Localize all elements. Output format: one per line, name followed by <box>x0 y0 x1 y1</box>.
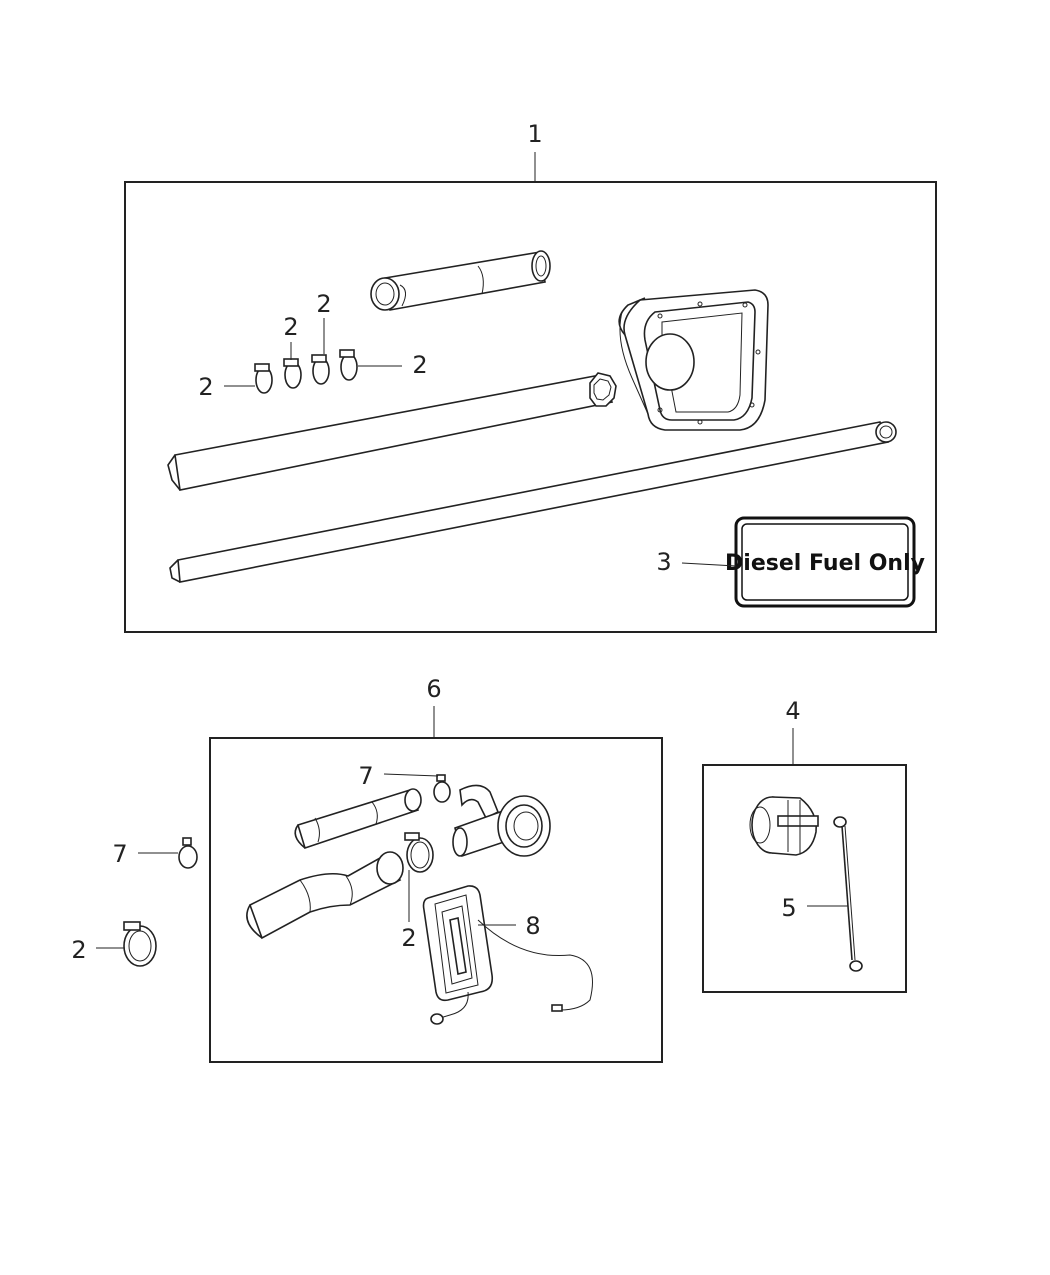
clamps-set <box>254 349 358 394</box>
callout-1: 1 <box>527 120 542 148</box>
decal-text: Diesel Fuel Only <box>725 551 925 576</box>
fill-hose-upper <box>167 372 617 491</box>
kit-6-box <box>209 737 663 1063</box>
heater-pad <box>422 885 593 1025</box>
callout-2f: 2 <box>71 936 86 964</box>
fuel-cap <box>749 796 819 856</box>
fill-hose-main <box>246 851 404 940</box>
callout-2b: 2 <box>283 313 298 341</box>
callout-3: 3 <box>656 548 671 576</box>
callout-7b: 7 <box>112 840 127 868</box>
callout-2e: 2 <box>401 924 416 952</box>
callout-2c: 2 <box>316 290 331 318</box>
callout-2a: 2 <box>198 373 213 401</box>
leader-3 <box>681 562 737 567</box>
cap-tether <box>833 816 863 972</box>
filler-neck <box>452 795 551 858</box>
clamp-7-outer <box>178 837 198 869</box>
diesel-decal: Diesel Fuel Only <box>725 516 925 608</box>
callout-7a: 7 <box>358 762 373 790</box>
vent-tube <box>169 421 897 583</box>
clamp-2-outer <box>123 921 157 967</box>
leader-7a <box>383 773 439 777</box>
kit-1-box <box>124 181 937 633</box>
callout-8: 8 <box>525 912 540 940</box>
callout-5: 5 <box>781 894 796 922</box>
clamp-7-inner <box>433 774 451 803</box>
clamp-2-inner <box>404 832 434 873</box>
vent-hose <box>294 788 422 850</box>
fuel-housing <box>618 289 769 431</box>
callout-2d: 2 <box>412 351 427 379</box>
callout-4: 4 <box>785 697 800 725</box>
short-tube <box>370 250 551 311</box>
elbow-hose <box>459 784 500 820</box>
cap-box <box>702 764 907 993</box>
callout-6: 6 <box>426 675 441 703</box>
